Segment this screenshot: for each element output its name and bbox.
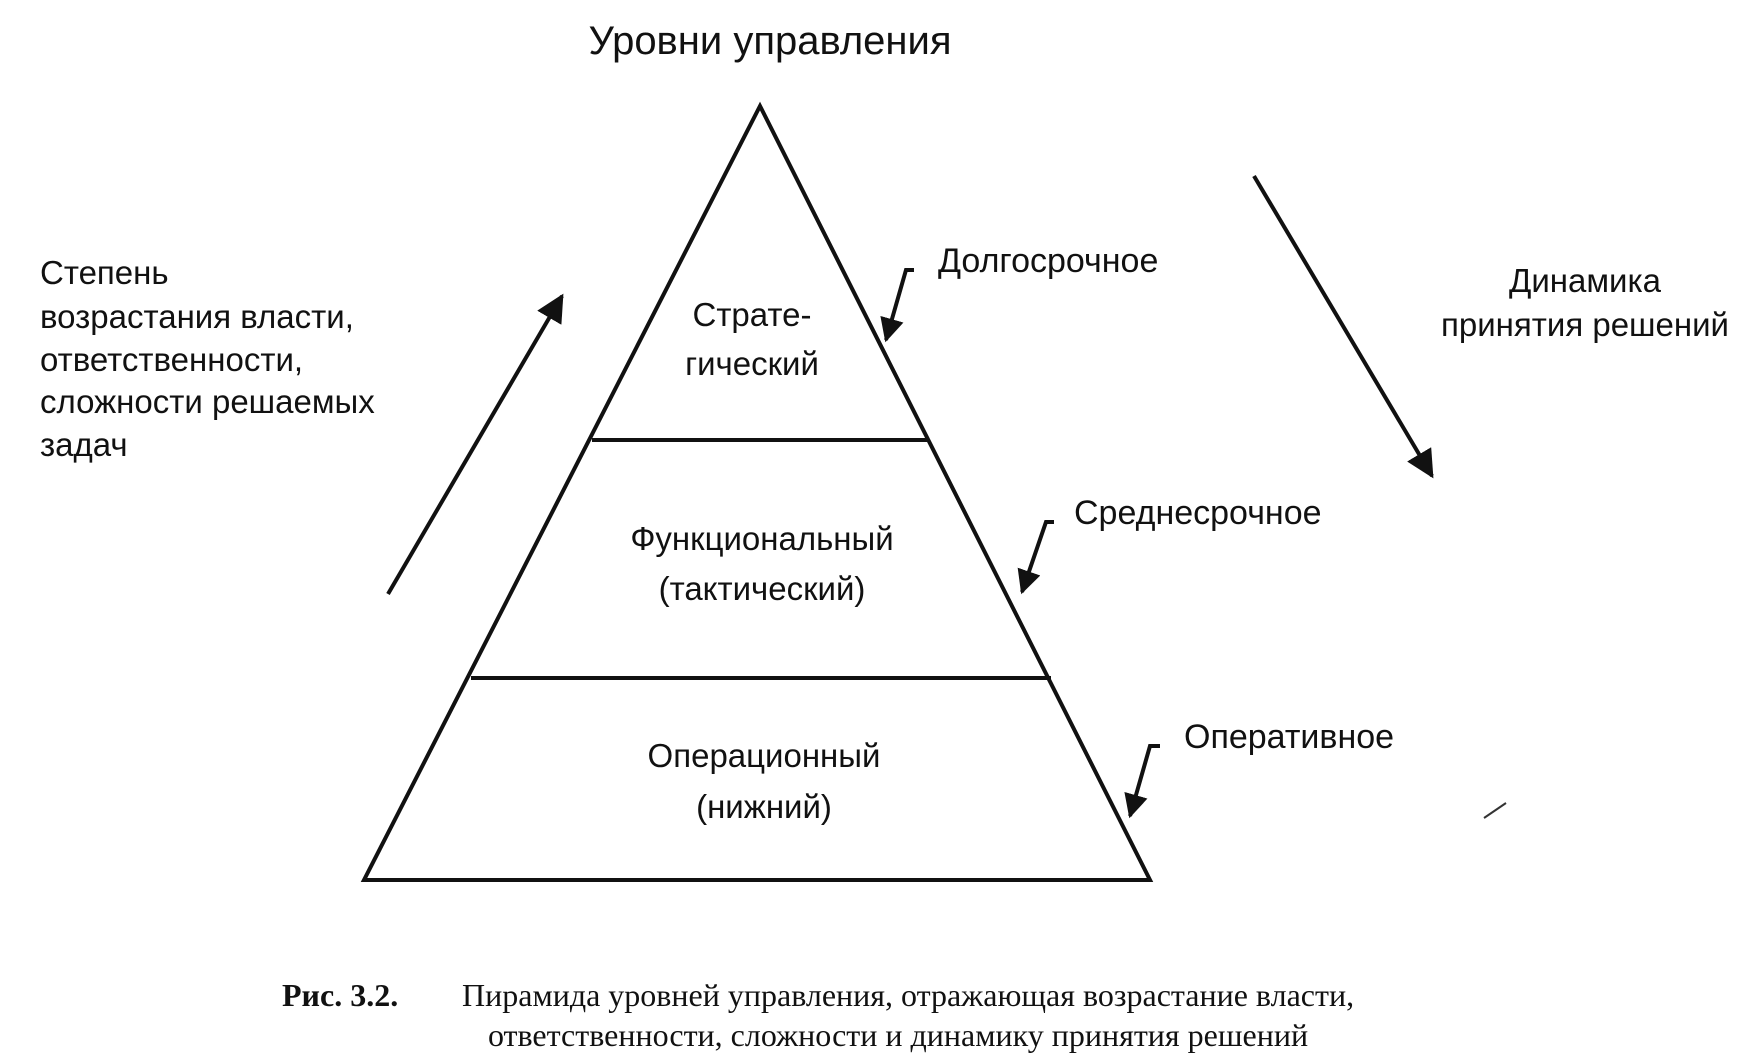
level-strategic-line1: Страте- bbox=[692, 296, 811, 333]
term-operative: Оперативное bbox=[1124, 718, 1394, 819]
diagram-title: Уровни управления bbox=[588, 19, 951, 63]
scan-artifact-mark bbox=[1483, 802, 1507, 819]
caption-line2: ответственности, сложности и динамику пр… bbox=[488, 1017, 1308, 1053]
authority-growth-arrow bbox=[386, 293, 564, 596]
medium-term-arrow bbox=[1017, 520, 1054, 595]
level-functional-line1: Функциональный bbox=[630, 520, 893, 557]
right-label-line2: принятия решений bbox=[1441, 306, 1729, 343]
caption-number: Рис. 3.2. bbox=[282, 977, 398, 1013]
right-label: Динамика принятия решений bbox=[1441, 262, 1729, 343]
decision-dynamics-arrow bbox=[1252, 174, 1434, 479]
level-strategic-line2: гический bbox=[685, 345, 819, 382]
left-label-line1: Степень bbox=[40, 254, 169, 291]
term-operative-label: Оперативное bbox=[1184, 718, 1394, 756]
level-functional-line2: (тактический) bbox=[659, 570, 866, 607]
left-label-line3: ответственности, bbox=[40, 341, 303, 378]
caption-line1: Пирамида уровней управления, отражающая … bbox=[462, 977, 1354, 1013]
term-long-term: Долгосрочное bbox=[880, 242, 1158, 343]
left-label-line5: задач bbox=[40, 426, 128, 463]
term-medium-term: Среднесрочное bbox=[1017, 494, 1322, 595]
term-long-term-label: Долгосрочное bbox=[938, 242, 1158, 280]
left-label: Степень возрастания власти, ответственно… bbox=[40, 254, 375, 463]
pyramid-outline bbox=[360, 101, 1154, 882]
operative-arrow bbox=[1124, 744, 1160, 819]
right-label-line1: Динамика bbox=[1509, 262, 1662, 299]
term-medium-term-label: Среднесрочное bbox=[1074, 494, 1322, 532]
left-label-line2: возрастания власти, bbox=[40, 298, 354, 335]
figure-caption: Рис. 3.2. Пирамида уровней управления, о… bbox=[282, 977, 1354, 1053]
level-functional: Функциональный (тактический) bbox=[630, 520, 893, 607]
long-term-arrow bbox=[880, 268, 914, 343]
left-label-line4: сложности решаемых bbox=[40, 383, 375, 420]
level-operational-line1: Операционный bbox=[648, 737, 881, 774]
level-operational: Операционный (нижний) bbox=[648, 737, 881, 825]
level-operational-line2: (нижний) bbox=[696, 788, 832, 825]
level-strategic: Страте- гический bbox=[685, 296, 819, 382]
